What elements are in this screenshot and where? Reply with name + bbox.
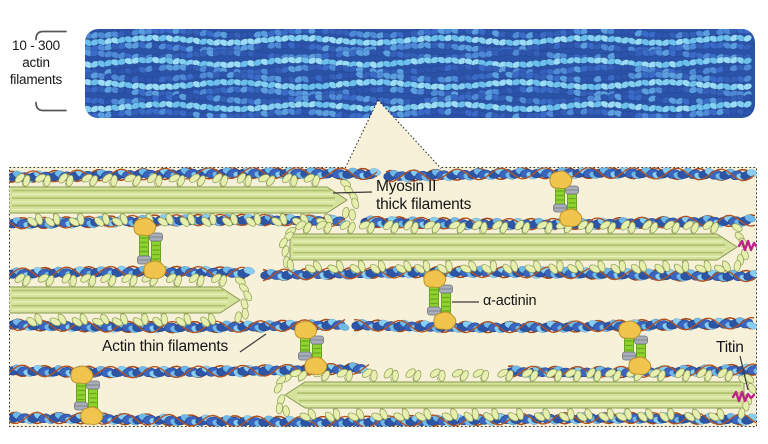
titin-molecule — [731, 390, 756, 403]
myosin-thick-filament — [9, 272, 253, 327]
bundle-count-line-3: filaments — [9, 72, 63, 87]
pointer-line — [239, 333, 267, 353]
bundle-count-label: 10 - 300 actin filaments — [0, 37, 72, 88]
myosin-label: Myosin II thick filaments — [376, 178, 471, 214]
alpha-actinin-crosslinker — [70, 365, 104, 426]
panel-contents — [9, 167, 757, 427]
alpha-actinin-crosslinker — [133, 217, 167, 280]
bundle-count-line-1: 10 - 300 — [12, 38, 60, 53]
bundle-bracket — [35, 30, 67, 112]
titin-molecule — [737, 239, 757, 252]
myosin-thick-filament — [279, 219, 749, 274]
titin-label: Titin — [716, 339, 744, 356]
alpha-actinin-label: α-actinin — [483, 293, 537, 309]
myosin-label-line-1: Myosin II — [376, 178, 437, 195]
myosin-thick-filament — [9, 172, 360, 227]
pointer-line — [739, 355, 749, 391]
pointer-line — [332, 191, 373, 194]
alpha-actinin-crosslinker — [549, 170, 583, 228]
zoom-triangle — [344, 99, 442, 169]
pointer-lines — [239, 191, 749, 391]
myosin-label-line-2: thick filaments — [376, 196, 472, 213]
alpha-actinin-crosslinker — [423, 269, 457, 331]
actin-bundle — [85, 29, 755, 118]
bundle-count-line-2: actin — [22, 55, 50, 70]
alpha-actinin-crosslinker — [618, 320, 652, 376]
myosin-thick-filament — [273, 367, 757, 422]
alpha-actinin-crosslinker — [294, 320, 328, 376]
actin-thin-filaments-label: Actin thin filaments — [102, 338, 229, 355]
